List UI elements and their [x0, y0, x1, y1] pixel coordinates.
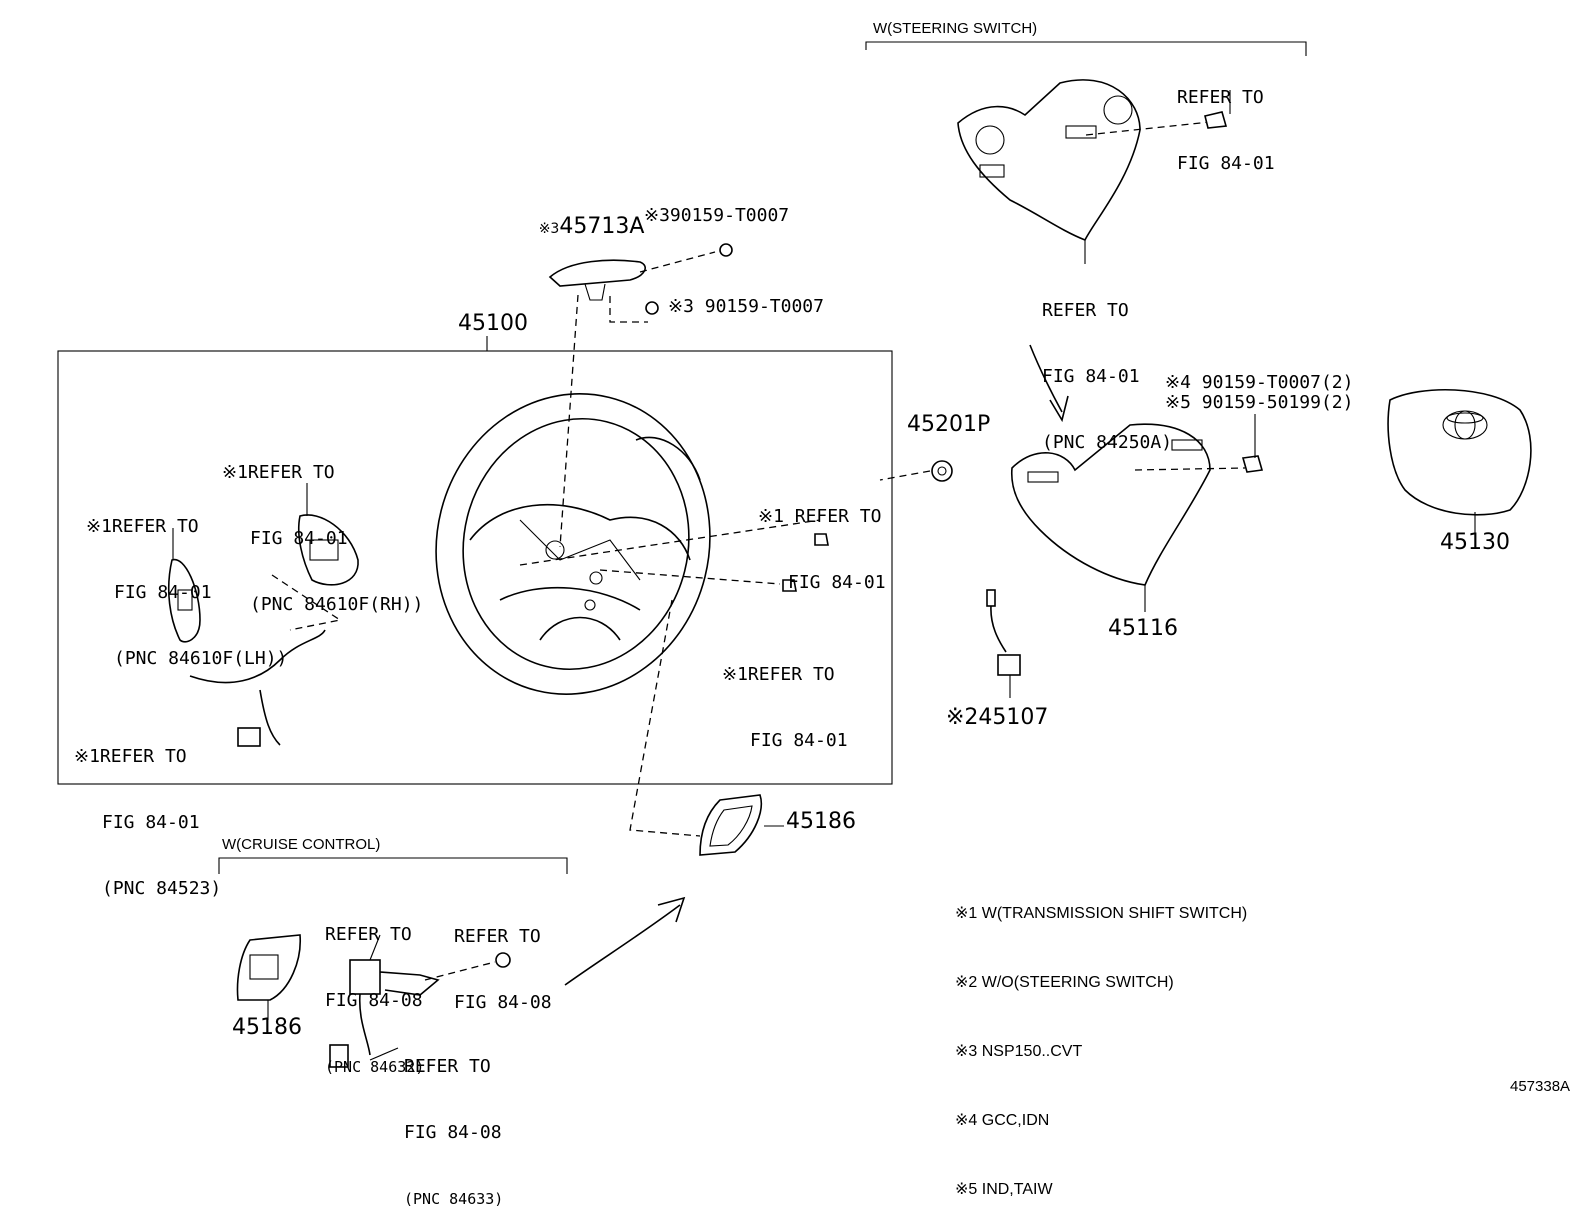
direction-arrow-icon — [1029, 344, 1063, 413]
cruise-switch-icon — [329, 959, 440, 1068]
part-45130-label[interactable]: 45130 — [1440, 530, 1510, 555]
bolt-icon — [495, 952, 511, 968]
wire-45107-icon — [986, 589, 1021, 676]
part-45186-left-label[interactable]: 45186 — [232, 1015, 302, 1040]
refer-screw-lower-label[interactable]: ※1REFER TO FIG 84-01 — [722, 664, 848, 751]
refer-screw-upper-label[interactable]: ※1 REFER TO FIG 84-01 — [758, 506, 886, 593]
figure-id: 457338A — [1510, 1078, 1571, 1095]
cover-45713a-icon — [548, 259, 646, 301]
refer-84632-label[interactable]: REFER TO FIG 84-08 (PNC 84632) — [325, 924, 425, 1076]
screw-icon — [782, 533, 829, 592]
steering-switch-icon — [957, 79, 1141, 242]
bolt-lower-label[interactable]: ※3 90159-T0007 — [668, 296, 824, 317]
refer-84-08-label[interactable]: REFER TO FIG 84-08 — [454, 926, 552, 1013]
refer-lh-label[interactable]: ※1REFER TO FIG 84-01 (PNC 84610F(LH)) — [86, 516, 288, 669]
pad-45186-left-icon — [236, 934, 301, 1001]
part-45186-right-label[interactable]: 45186 — [786, 809, 856, 834]
steering-switch-bracket — [865, 41, 1307, 56]
garnish-45116-icon — [1010, 423, 1211, 586]
cruise-control-header: W(CRUISE CONTROL) — [222, 836, 381, 853]
part-45116-label[interactable]: 45116 — [1108, 616, 1178, 641]
pad-45186-icon — [699, 794, 762, 856]
airbag-45130-icon — [1387, 388, 1532, 516]
note-4: ※4 GCC,IDN — [955, 1112, 1050, 1129]
part-45100-label[interactable]: 45100 — [458, 311, 528, 336]
nut-45201p-icon — [931, 460, 953, 482]
screw-icon — [1204, 111, 1228, 129]
note-2: ※2 W/O(STEERING SWITCH) — [955, 974, 1174, 991]
bolt-upper-label[interactable]: ※390159-T0007 — [644, 205, 790, 226]
notes-legend: ※1 W(TRANSMISSION SHIFT SWITCH) ※2 W/O(S… — [955, 856, 1247, 1224]
part-45107-label[interactable]: ※245107 — [946, 705, 1049, 730]
note-1: ※1 W(TRANSMISSION SHIFT SWITCH) — [955, 905, 1248, 922]
steering-wheel-icon — [435, 393, 711, 695]
wire-harness-icon — [189, 629, 326, 747]
direction-arrow-icon — [564, 904, 681, 986]
switch-rh-icon — [297, 514, 359, 586]
steering-wheel-assembly-frame — [57, 350, 893, 785]
bolt-icon — [645, 243, 733, 315]
bolt-right-1-label[interactable]: ※4 90159-T0007(2) — [1165, 372, 1354, 393]
parts-diagram — [57, 41, 1532, 1068]
refer-rh-label[interactable]: ※1REFER TO FIG 84-01 (PNC 84610F(RH)) — [222, 462, 424, 615]
refer-switch-bottom[interactable]: REFER TO FIG 84-01 (PNC 84250A) — [1042, 300, 1173, 453]
refer-top-right[interactable]: REFER TO FIG 84-01 — [1177, 87, 1275, 174]
part-45201p-label[interactable]: 45201P — [907, 412, 991, 437]
bolt-right-2-label[interactable]: ※5 90159-50199(2) — [1165, 392, 1354, 413]
refer-84633-label[interactable]: REFER TO FIG 84-08 (PNC 84633) — [404, 1056, 504, 1208]
note-5: ※5 IND,TAIW — [955, 1181, 1053, 1198]
switch-lh-icon — [167, 558, 201, 643]
note-3: ※3 NSP150..CVT — [955, 1043, 1083, 1060]
part-45713a-label[interactable]: ※345713A — [538, 214, 645, 239]
screw-icon — [1241, 455, 1264, 473]
refer-wire-label[interactable]: ※1REFER TO FIG 84-01 (PNC 84523) — [74, 746, 222, 899]
steering-switch-header: W(STEERING SWITCH) — [873, 20, 1038, 37]
cruise-control-bracket — [218, 857, 568, 874]
